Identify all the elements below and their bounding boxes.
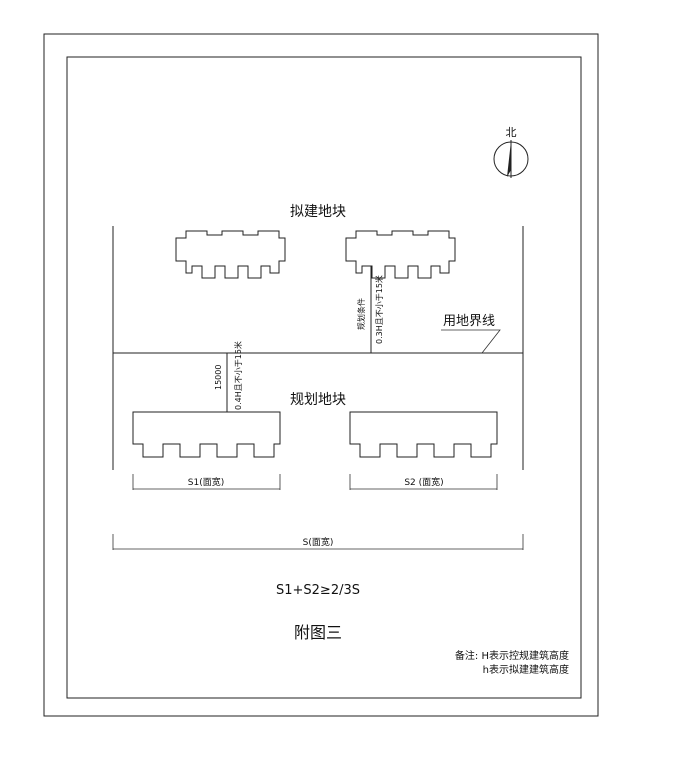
planned-building-left	[132, 411, 281, 458]
upper-spacing-text-1: 规划条件	[356, 298, 366, 330]
proposed-plot-label: 拟建地块	[290, 204, 346, 220]
formula-text: S1+S2≥2/3S	[276, 583, 360, 598]
lower-spacing-text-2: 0.4H且不小于15米	[233, 341, 243, 410]
north-arrow-icon	[493, 140, 529, 178]
planned-plot-label: 规划地块	[290, 392, 346, 408]
outer-frame	[43, 33, 599, 717]
inner-frame	[66, 56, 582, 699]
s-total-width-dimension	[112, 534, 524, 550]
note-line-1: 备注: H表示控规建筑高度	[455, 649, 569, 662]
s2-width-label: S2 (面宽)	[404, 476, 443, 488]
note-line-2: h表示拟建建筑高度	[483, 663, 569, 676]
proposed-building-right	[345, 230, 456, 279]
boundary-label: 用地界线	[443, 314, 495, 329]
boundary-leader-line	[441, 329, 501, 354]
north-label: 北	[506, 126, 517, 139]
proposed-building-left	[175, 230, 286, 279]
figure-title: 附图三	[294, 623, 342, 642]
upper-spacing-text-2: 0.3H且不小于15米	[374, 275, 384, 344]
s1-width-dimension	[132, 474, 281, 490]
lower-spacing-text-1: 15000	[214, 365, 223, 390]
planned-building-right	[349, 411, 498, 458]
s2-width-dimension	[349, 474, 498, 490]
s1-width-label: S1(面宽)	[188, 476, 224, 488]
s-total-width-label: S(面宽)	[303, 536, 334, 548]
